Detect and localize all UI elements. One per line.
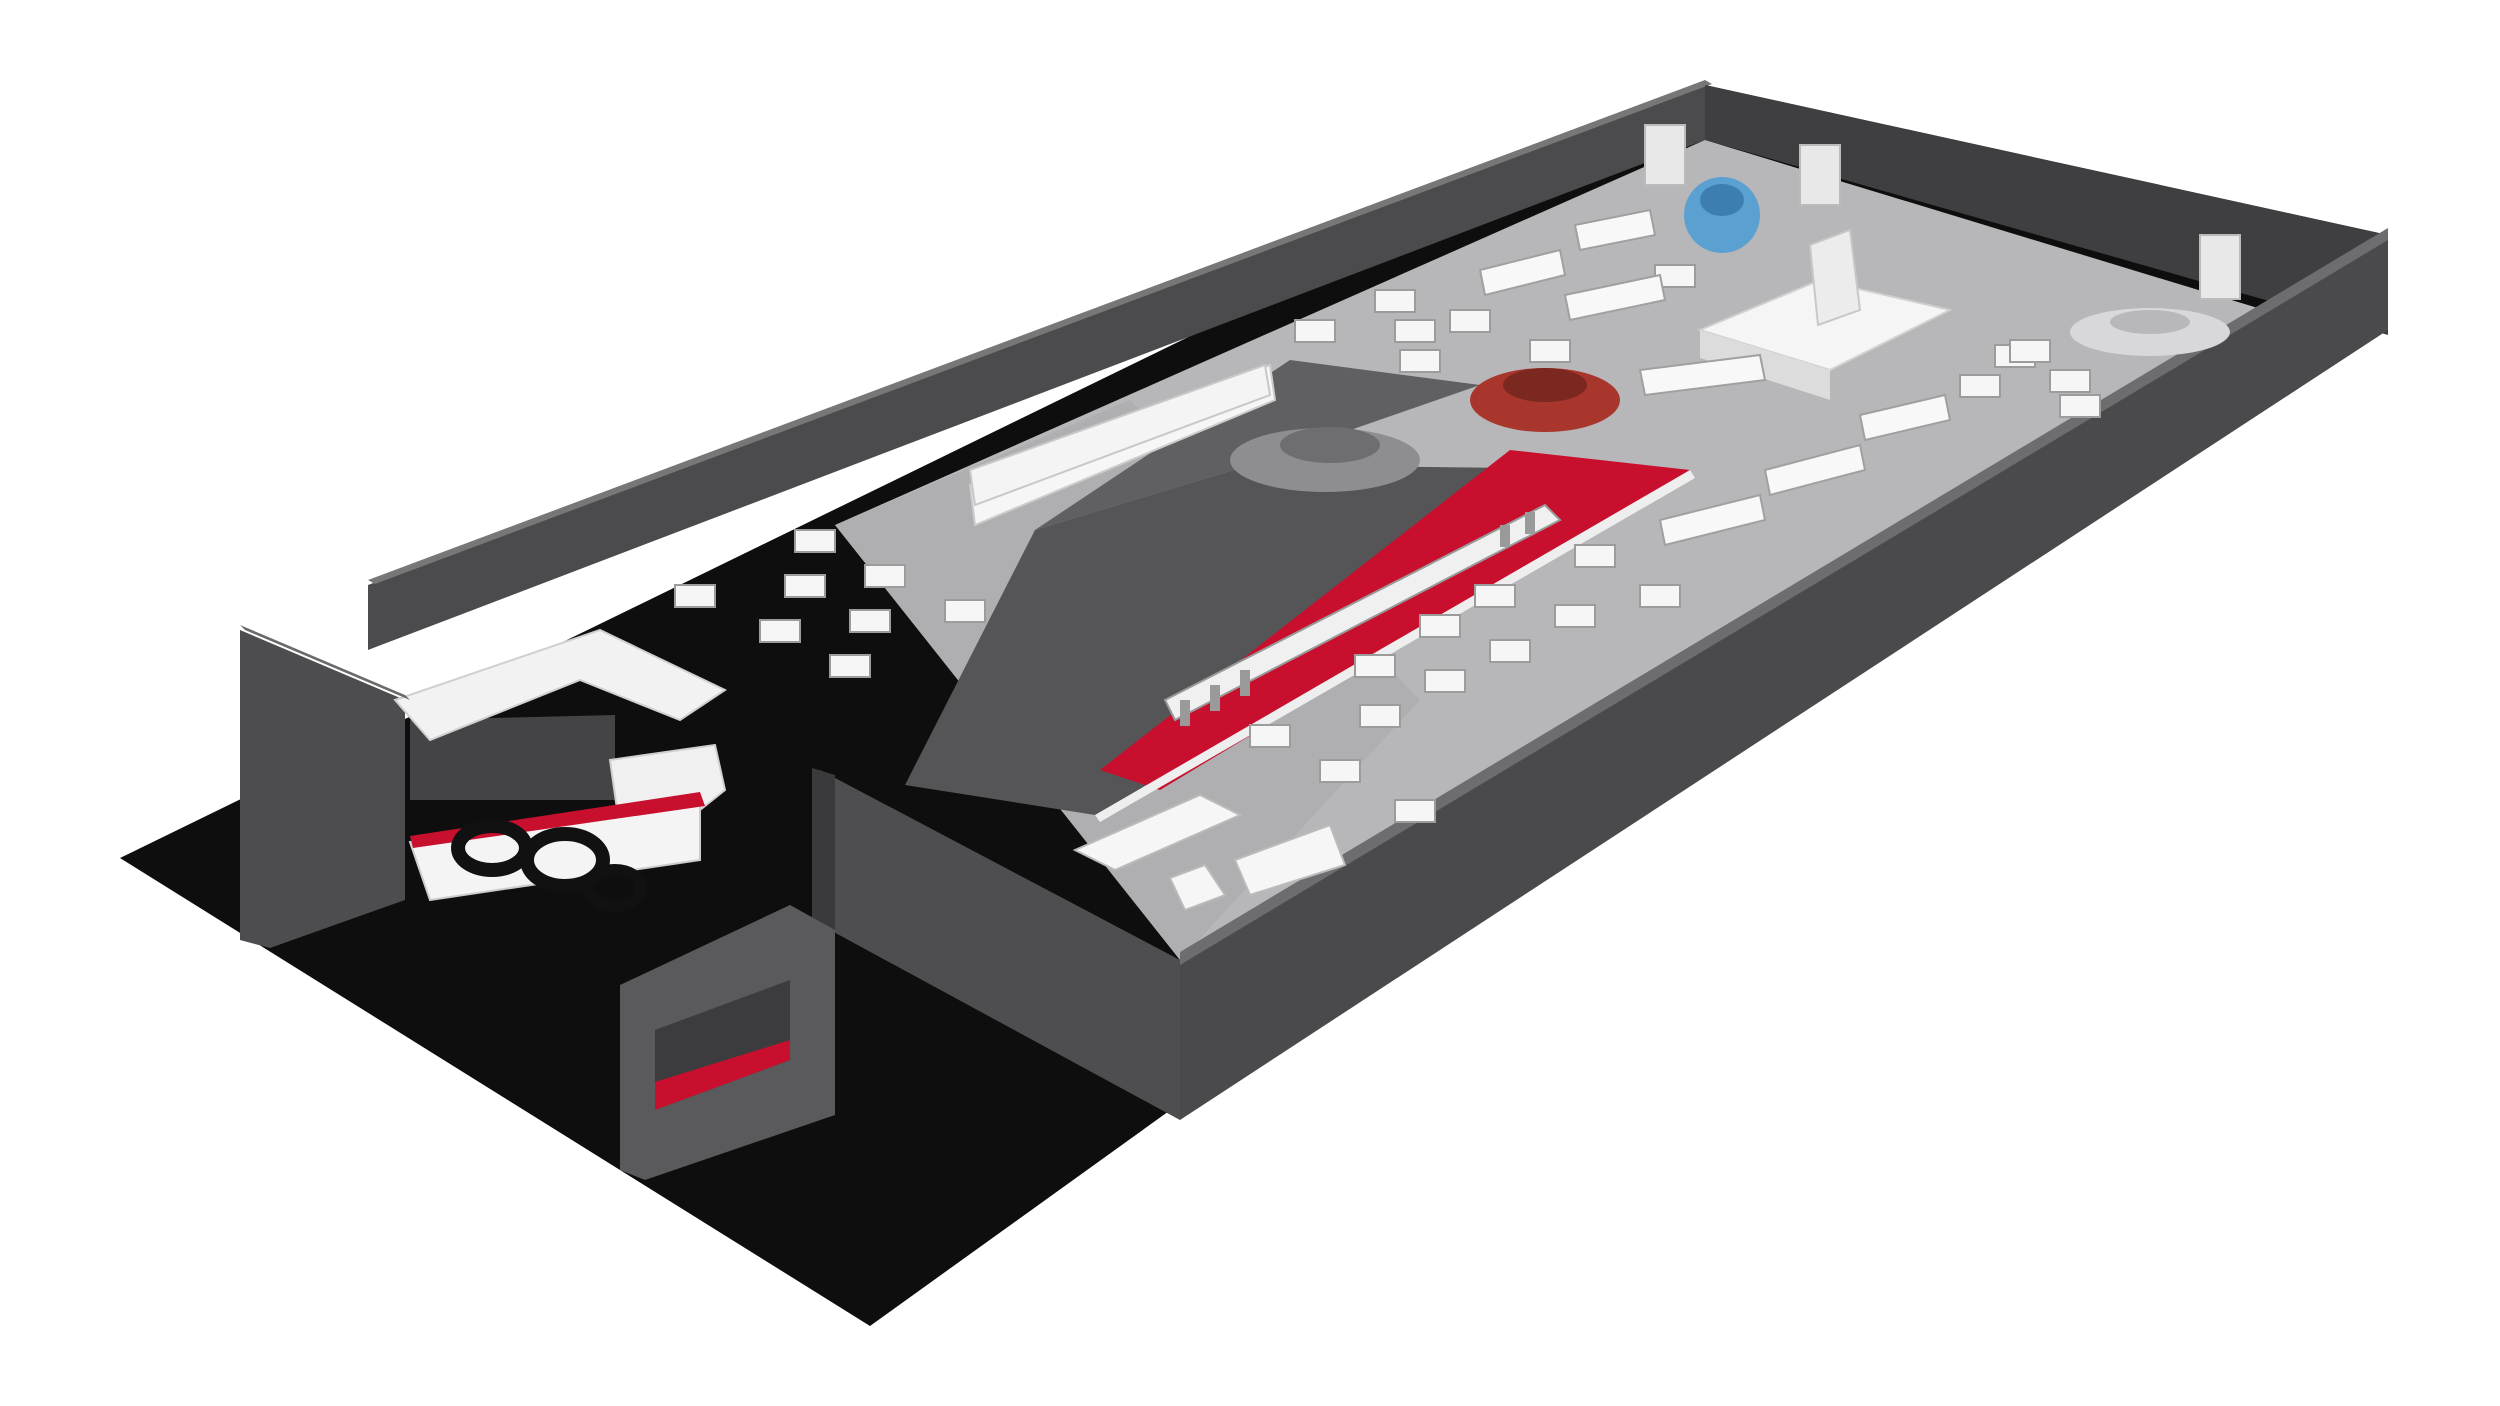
door-middle [1799, 144, 1841, 206]
blue-hatchback [1684, 177, 1760, 253]
table-cluster-front [1249, 544, 1681, 823]
table-cluster-left [674, 529, 986, 678]
white-coupe [2070, 308, 2230, 356]
bar-stools [1180, 512, 1535, 726]
table-cluster-back [1294, 264, 2101, 418]
lounge-wall-back [410, 715, 615, 800]
red-suv [1470, 368, 1620, 432]
front-wall [1180, 235, 2388, 1120]
grey-sports-car [1230, 427, 1420, 492]
lounge-sofa-large [393, 628, 728, 742]
lounge-wall-left [240, 630, 405, 948]
feature-platform-side [1700, 330, 1830, 400]
long-tables [1478, 208, 1952, 547]
ramp-white-edge [1095, 470, 1695, 822]
reception-desk-red-top [410, 792, 705, 848]
bar-counter [1163, 503, 1562, 722]
entrance-red-bench [655, 1040, 790, 1110]
ramp-red-interior [1100, 450, 1690, 790]
front-lounge-seating [1072, 793, 1347, 912]
tire-decoration [451, 819, 647, 912]
feature-tower [1808, 228, 1862, 327]
side-display-counter [968, 363, 1272, 507]
back-wall [368, 85, 1705, 650]
door-left [1644, 124, 1686, 186]
back-wall-top [368, 80, 1712, 584]
entrance-partition-wall [820, 770, 1180, 1120]
door-right [2199, 234, 2241, 300]
left-wall-cap [240, 625, 410, 700]
